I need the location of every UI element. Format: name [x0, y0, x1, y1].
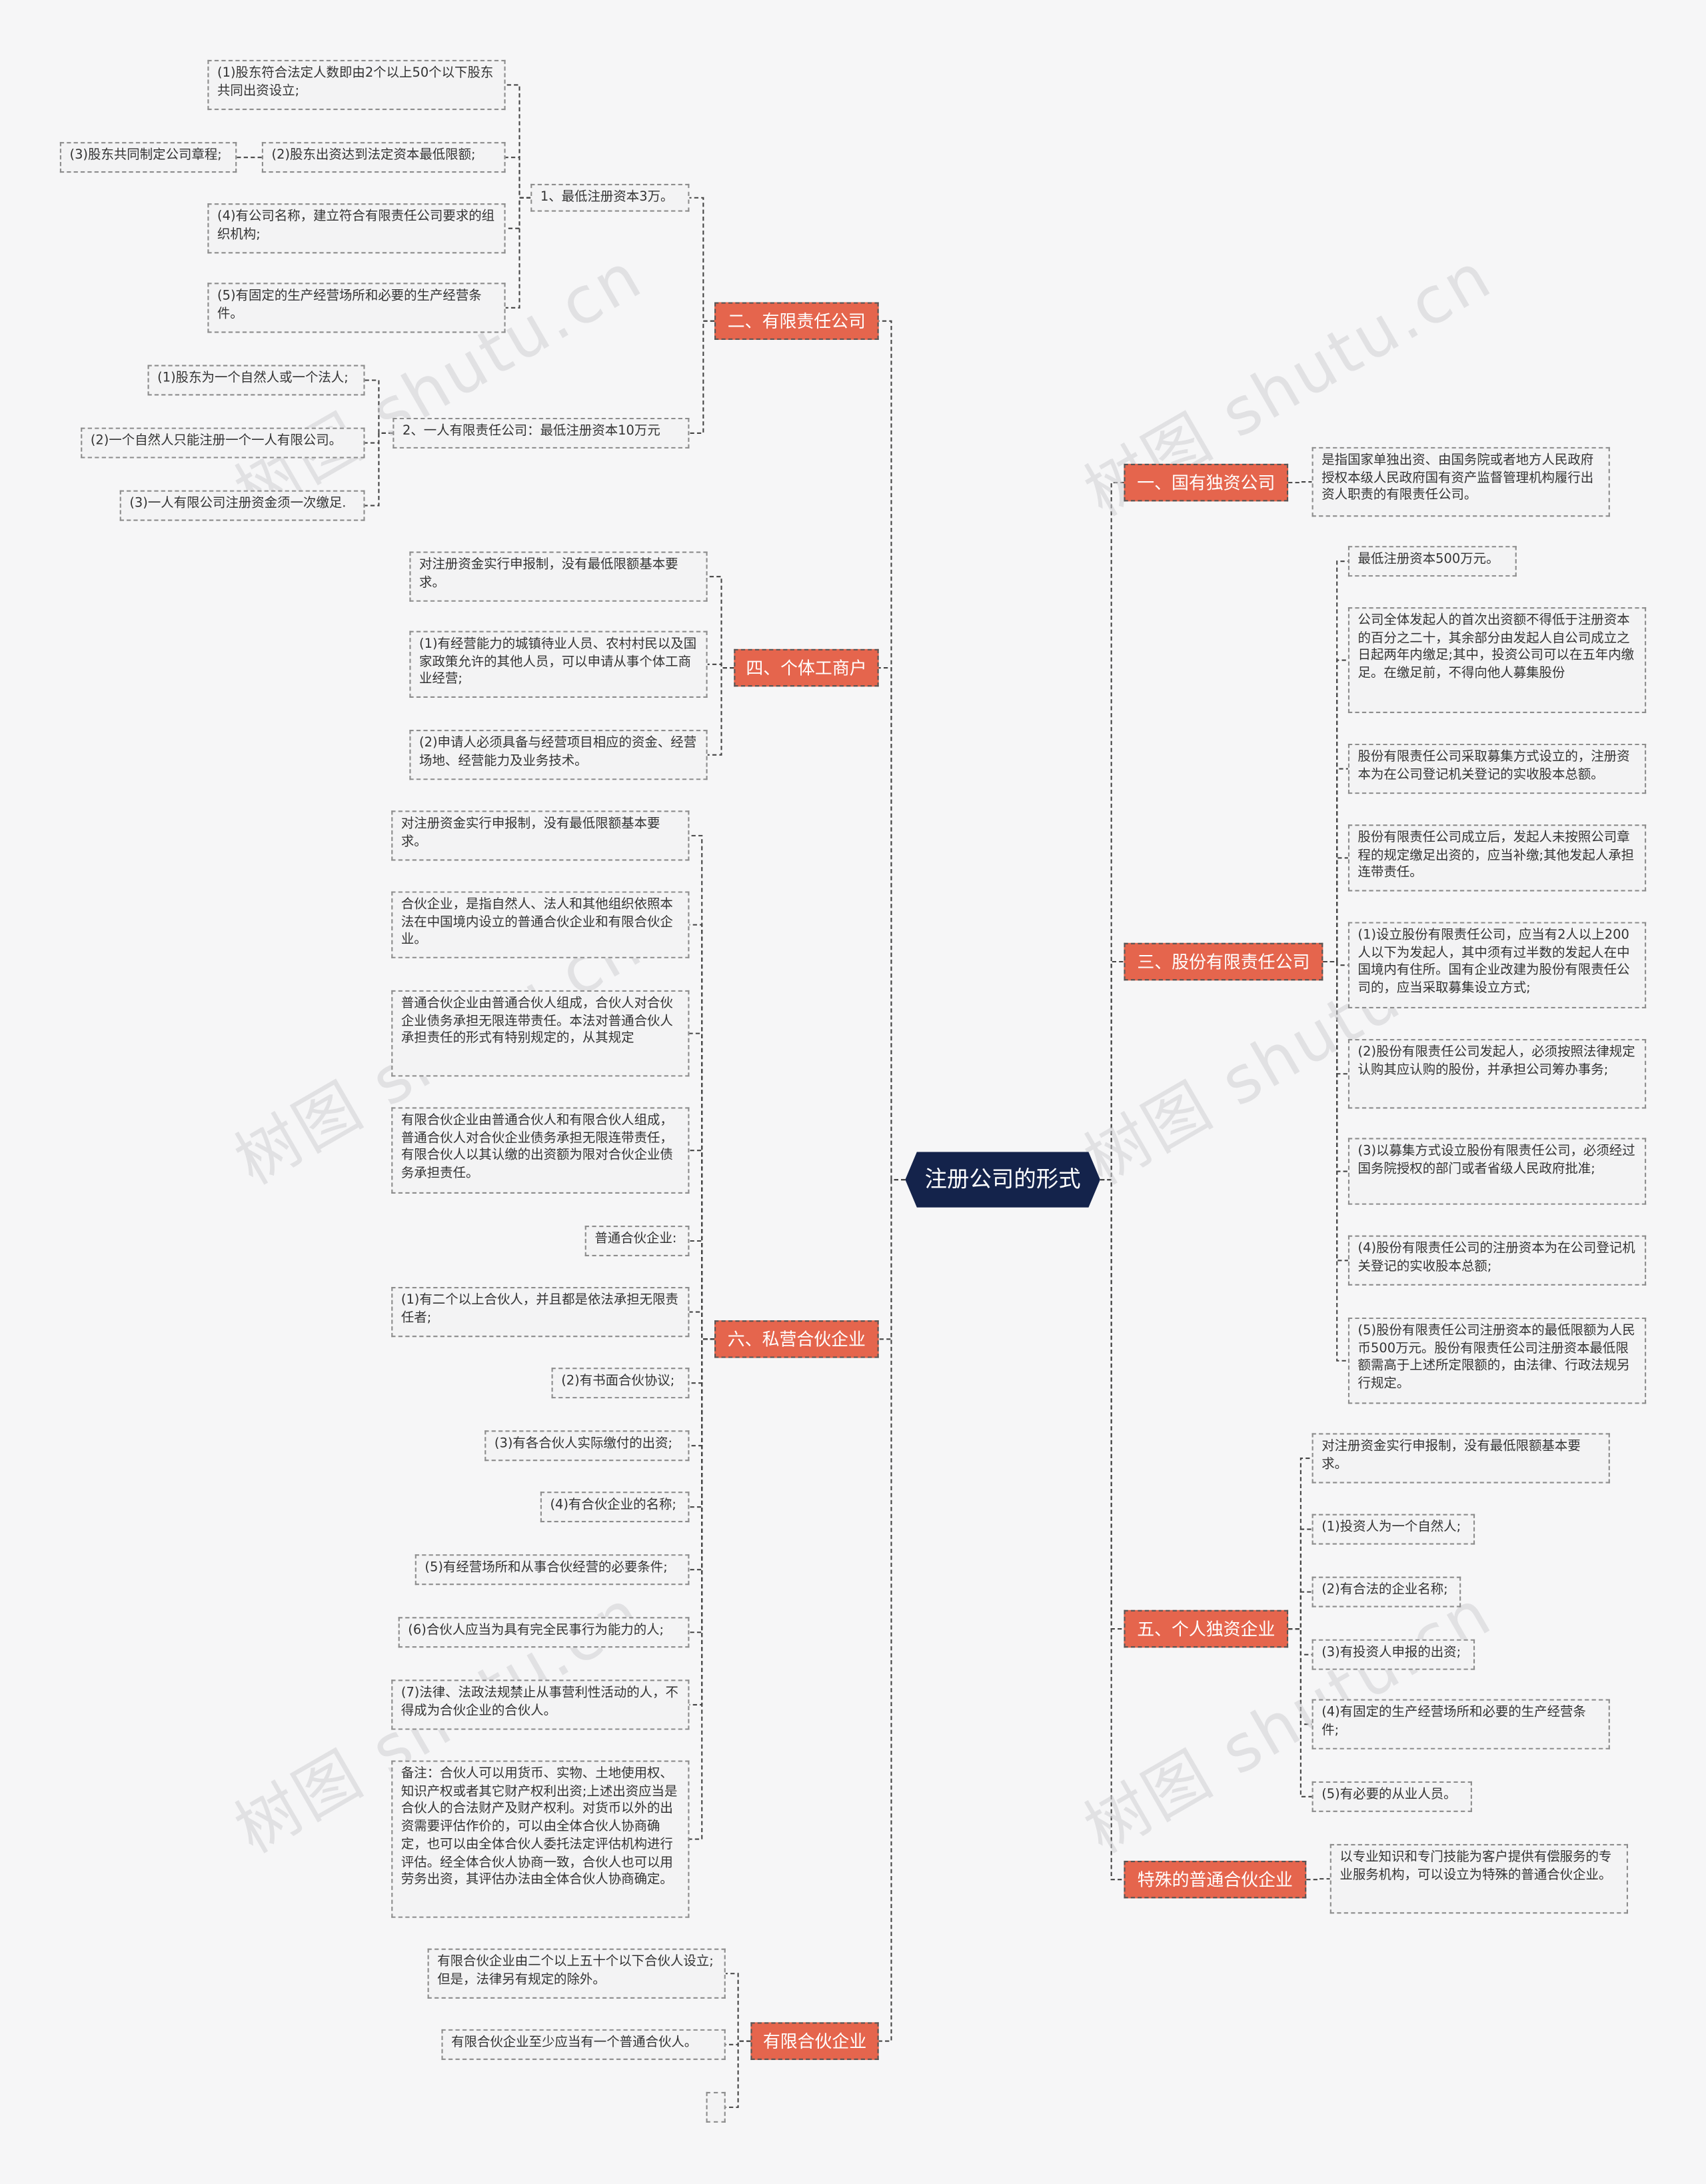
one-person-rule-3[interactable]: (3)一人有限公司注册资金须一次缴足.: [119, 490, 365, 521]
sole-item-4[interactable]: (4)有固定的生产经营场所和必要的生产经营条件;: [1311, 1699, 1610, 1749]
partnership-item-2[interactable]: 普通合伙企业由普通合伙人组成，合伙人对合伙企业债务承担无限连带责任。本法对普通合…: [391, 990, 690, 1077]
sole-item-1[interactable]: (1)投资人为一个自然人;: [1311, 1514, 1475, 1545]
llc-one-person[interactable]: 2、一人有限责任公司：最低注册资本10万元: [393, 417, 690, 449]
sole-item-3[interactable]: (3)有投资人申报的出资;: [1311, 1639, 1475, 1670]
joint-stock-item-4[interactable]: 股份有限责任公司成立后，发起人未按照公司章程的规定缴足出资的，应当补缴;其他发起…: [1347, 824, 1647, 892]
connector: [1100, 1179, 1124, 1630]
connector: [1323, 857, 1348, 963]
connector: [1323, 960, 1348, 1262]
partnership-item-11[interactable]: (7)法律、法政法规禁止从事营利性活动的人，不得成为合伙企业的合伙人。: [391, 1679, 690, 1730]
limited-partnership-item-2[interactable]: 有限合伙企业至少应当有一个普通合伙人。: [441, 2029, 726, 2060]
sole-item-2[interactable]: (2)有合法的企业名称;: [1311, 1576, 1461, 1608]
branch-private-partnership[interactable]: 六、私营合伙企业: [714, 1320, 879, 1358]
connector: [1100, 960, 1124, 1181]
connector: [365, 379, 393, 434]
llc-condition-2[interactable]: (2)股东出资达到法定资本最低限额;: [261, 142, 506, 173]
connector: [689, 1338, 715, 1840]
connector: [1323, 659, 1348, 963]
joint-stock-item-1[interactable]: 最低注册资本500万元。: [1347, 546, 1517, 577]
connector: [689, 197, 715, 322]
llc-condition-3[interactable]: (3)股东共同制定公司章程;: [59, 142, 237, 173]
limited-partnership-item-3[interactable]: [706, 2091, 726, 2123]
connector: [1323, 960, 1348, 1172]
llc-condition-4[interactable]: (4)有公司名称，建立符合有限责任公司要求的组织机构;: [207, 203, 506, 254]
partnership-item-8[interactable]: (4)有合伙企业的名称;: [540, 1492, 690, 1523]
individual-item-2[interactable]: (2)申请人必须具备与经营项目相应的资金、经营场地、经营能力及业务技术。: [409, 730, 708, 780]
joint-stock-item-6[interactable]: (2)股份有限责任公司发起人，必须按照法律规定认购其应认购的股份，并承担公司筹办…: [1347, 1038, 1647, 1109]
limited-partnership-item-1[interactable]: 有限合伙企业由二个以上五十个以下合伙人设立;但是，法律另有规定的除外。: [427, 1948, 726, 1999]
special-partnership-item-1[interactable]: 以专业知识和专门技能为客户提供有偿服务的专业服务机构，可以设立为特殊的普通合伙企…: [1329, 1843, 1628, 1914]
one-person-rule-1[interactable]: (1)股东为一个自然人或一个法人;: [147, 365, 365, 396]
joint-stock-item-3[interactable]: 股份有限责任公司采取募集方式设立的，注册资本为在公司登记机关登记的实收股本总额。: [1347, 743, 1647, 794]
sole-item-0[interactable]: 对注册资金实行申报制，没有最低限额基本要求。: [1311, 1433, 1610, 1484]
connector: [1288, 1628, 1312, 1725]
branch-state-owned[interactable]: 一、国有独资公司: [1124, 463, 1289, 502]
individual-item-0[interactable]: 对注册资金实行申报制，没有最低限额基本要求。: [409, 551, 708, 602]
connector: [878, 667, 906, 1181]
joint-stock-item-5[interactable]: (1)设立股份有限责任公司，应当有2人以上200人以下为发起人，其中须有过半数的…: [1347, 922, 1647, 1009]
partnership-item-7[interactable]: (3)有各合伙人实际缴付的出资;: [484, 1430, 690, 1462]
connector: [689, 834, 715, 1340]
connector: [505, 197, 531, 229]
one-person-rule-2[interactable]: (2)一个自然人只能注册一个一人有限公司。: [81, 427, 365, 459]
connector: [365, 432, 393, 507]
llc-min-capital[interactable]: 1、最低注册资本3万。: [530, 183, 690, 212]
joint-stock-item-2[interactable]: 公司全体发起人的首次出资额不得低于注册资本的百分之二十，其余部分由发起人自公司成…: [1347, 607, 1647, 713]
connector: [707, 576, 734, 669]
connector: [505, 84, 531, 199]
connector: [725, 1973, 751, 2042]
partnership-item-1[interactable]: 合伙企业，是指自然人、法人和其他组织依照本法在中国境内设立的普通合伙企业和有限合…: [391, 891, 690, 958]
state-owned-item-1[interactable]: 是指国家单独出资、由国务院或者地方人民政府授权本级人民政府国有资产监督管理机构履…: [1311, 447, 1610, 517]
connector: [1288, 481, 1312, 484]
connector: [1323, 960, 1348, 1075]
partnership-item-4[interactable]: 普通合伙企业:: [584, 1226, 690, 1256]
partnership-item-0[interactable]: 对注册资金实行申报制，没有最低限额基本要求。: [391, 810, 690, 861]
connector: [1323, 560, 1348, 963]
central-topic[interactable]: 注册公司的形式: [905, 1152, 1100, 1208]
connector: [707, 663, 734, 669]
connector: [1100, 482, 1124, 1181]
connector: [689, 1311, 715, 1340]
branch-llc[interactable]: 二、有限责任公司: [714, 302, 879, 340]
connector: [1323, 768, 1348, 963]
connector: [1288, 1628, 1312, 1655]
connector: [505, 157, 531, 199]
branch-joint-stock[interactable]: 三、股份有限责任公司: [1124, 942, 1323, 981]
connector: [1323, 960, 1348, 1362]
connector: [689, 320, 715, 434]
branch-limited-partnership[interactable]: 有限合伙企业: [750, 2022, 879, 2060]
connector: [1100, 1179, 1124, 1881]
llc-condition-5[interactable]: (5)有固定的生产经营场所和必要的生产经营条件。: [207, 283, 506, 333]
connector: [878, 1179, 906, 2042]
connector: [689, 1032, 715, 1340]
partnership-item-6[interactable]: (2)有书面合伙协议;: [551, 1368, 690, 1399]
partnership-item-12[interactable]: 备注：合伙人可以用货币、实物、土地使用权、知识产权或者其它财产权利出资;上述出资…: [391, 1760, 690, 1918]
branch-sole-proprietorship[interactable]: 五、个人独资企业: [1124, 1610, 1289, 1648]
partnership-item-3[interactable]: 有限合伙企业由普通合伙人和有限合伙人组成，普通合伙人对合伙企业债务承担无限连带责…: [391, 1107, 690, 1194]
connector: [707, 667, 734, 756]
connector: [1288, 1591, 1312, 1630]
connector: [725, 2040, 751, 2108]
joint-stock-item-7[interactable]: (3)以募集方式设立股份有限责任公司，必须经过国务院授权的部门或者省级人民政府批…: [1347, 1138, 1647, 1205]
branch-individual-business[interactable]: 四、个体工商户: [734, 648, 879, 687]
joint-stock-item-9[interactable]: (5)股份有限责任公司注册资本的最低限额为人民币500万元。股份有限责任公司注册…: [1347, 1317, 1647, 1404]
connector: [689, 1240, 715, 1340]
connector: [505, 197, 531, 309]
llc-condition-1[interactable]: (1)股东符合法定人数即由2个以上50个以下股东共同出资设立;: [207, 59, 506, 111]
partnership-item-9[interactable]: (5)有经营场所和从事合伙经营的必要条件;: [415, 1554, 690, 1586]
connector: [689, 1338, 715, 1384]
sole-item-5[interactable]: (5)有必要的从业人员。: [1311, 1781, 1472, 1812]
partnership-item-10[interactable]: (6)合伙人应当为具有完全民事行为能力的人;: [398, 1617, 690, 1648]
partnership-item-5[interactable]: (1)有二个以上合伙人，并且都是依法承担无限责任者;: [391, 1286, 690, 1338]
individual-item-1[interactable]: (1)有经营能力的城镇待业人员、农村村民以及国家政策允许的其他人员，可以申请从事…: [409, 630, 708, 698]
connector: [1288, 1528, 1312, 1630]
branch-special-partnership[interactable]: 特殊的普通合伙企业: [1124, 1860, 1307, 1899]
joint-stock-item-8[interactable]: (4)股份有限责任公司的注册资本为在公司登记机关登记的实收股本总额;: [1347, 1235, 1647, 1286]
